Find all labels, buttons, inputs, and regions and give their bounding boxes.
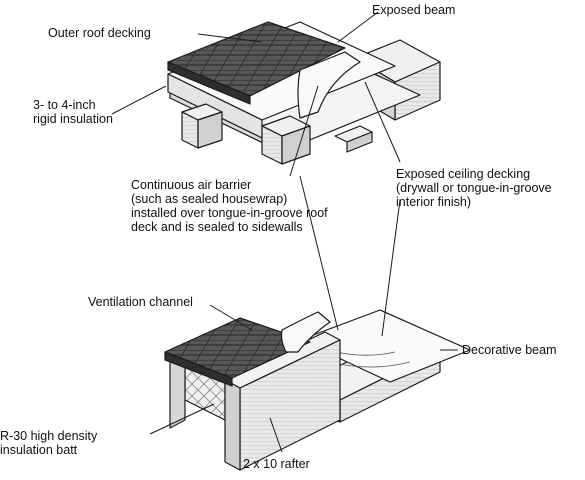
label-exposed-ceiling-decking: Exposed ceiling decking (drywall or tong… (396, 167, 552, 209)
label-r30-batt: R-30 high density insulation batt (0, 429, 98, 457)
lower-assembly (164, 309, 471, 471)
label-ventilation-channel: Ventilation channel (88, 295, 193, 309)
upper-assembly (167, 21, 441, 165)
label-rafter: 2 x 10 rafter (243, 457, 310, 471)
label-decorative-beam: Decorative beam (462, 343, 557, 357)
label-air-barrier: Continuous air barrier (such as sealed h… (131, 178, 328, 234)
label-exposed-beam: Exposed beam (372, 3, 456, 17)
leader-lines (111, 11, 458, 453)
label-rigid-insulation: 3- to 4-inch rigid insulation (33, 98, 113, 126)
label-outer-roof-decking: Outer roof decking (48, 26, 151, 40)
